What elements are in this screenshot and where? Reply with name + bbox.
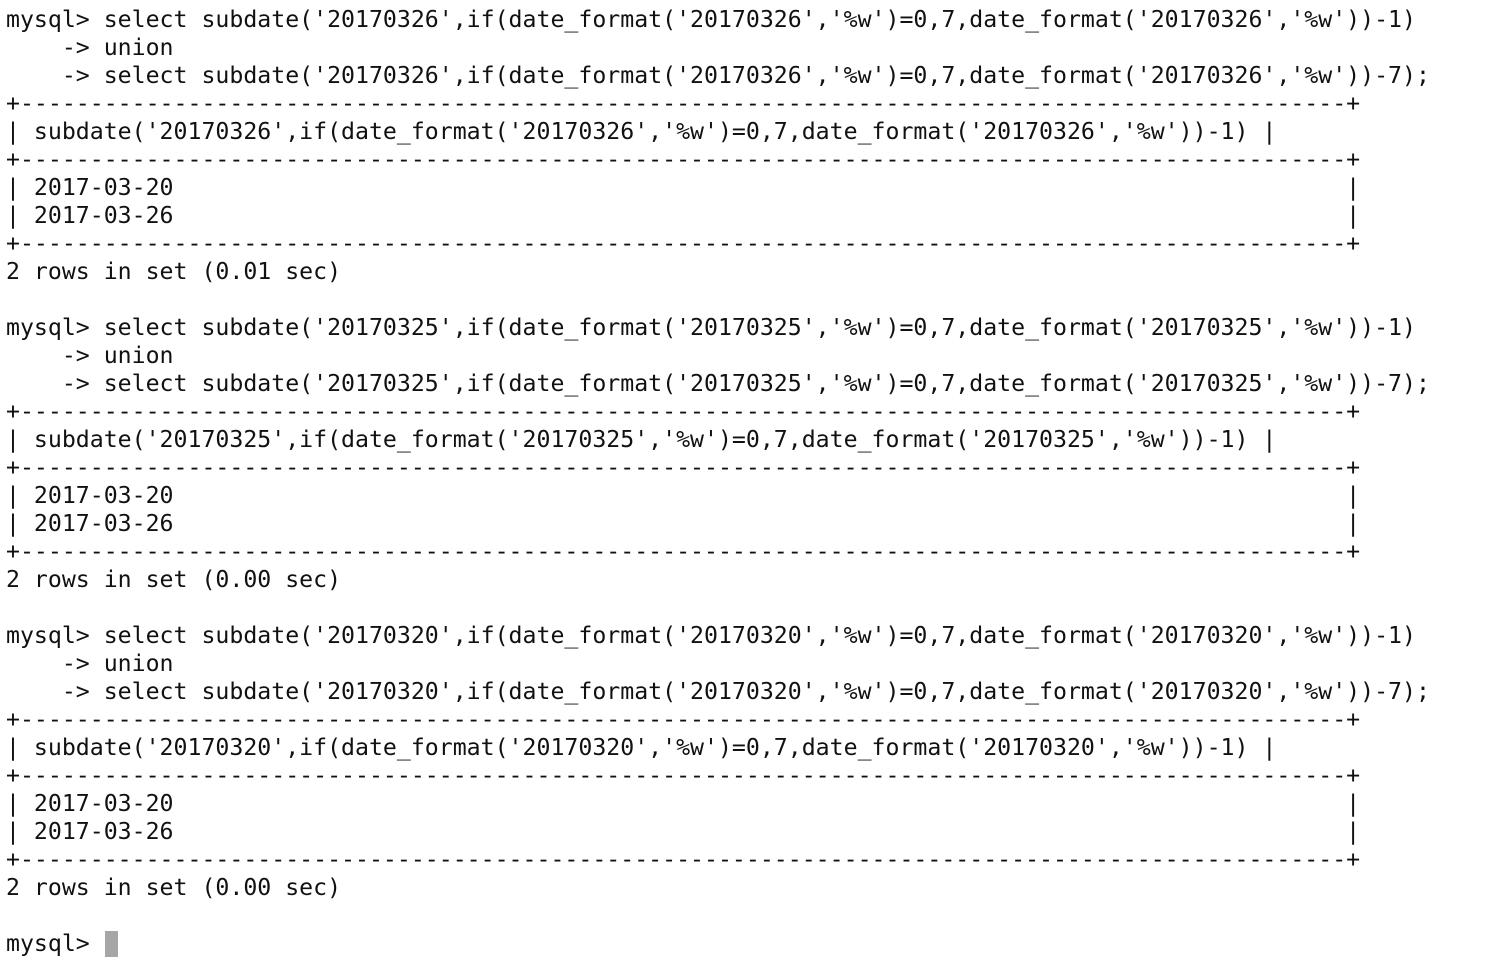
command-line: mysql> select subdate('20170320',if(date… [6, 622, 1416, 649]
terminal-window[interactable]: mysql> select subdate('20170326',if(date… [6, 6, 1496, 958]
table-row: | 2017-03-20 | [6, 790, 1361, 817]
blank-line [6, 286, 1496, 314]
table-border: +---------------------------------------… [6, 146, 1361, 173]
table-border: +---------------------------------------… [6, 762, 1361, 789]
command-continuation-line: -> union [6, 650, 174, 677]
command-line: mysql> select subdate('20170325',if(date… [6, 314, 1416, 341]
table-header: | subdate('20170320',if(date_format('201… [6, 734, 1277, 761]
command-continuation-line: -> union [6, 342, 174, 369]
table-border: +---------------------------------------… [6, 398, 1361, 425]
table-row: | 2017-03-20 | [6, 482, 1361, 509]
command-line: mysql> select subdate('20170326',if(date… [6, 6, 1416, 33]
result-summary: 2 rows in set (0.00 sec) [6, 874, 342, 901]
table-row: | 2017-03-26 | [6, 202, 1361, 229]
blank-line [6, 902, 1496, 930]
command-continuation-line: -> select subdate('20170326',if(date_for… [6, 62, 1430, 89]
table-row: | 2017-03-20 | [6, 174, 1361, 201]
table-border: +---------------------------------------… [6, 846, 1361, 873]
prompt-line[interactable]: mysql> [6, 930, 1496, 958]
prompt-label: mysql> [6, 930, 104, 957]
table-header: | subdate('20170326',if(date_format('201… [6, 118, 1277, 145]
table-row: | 2017-03-26 | [6, 510, 1361, 537]
command-continuation-line: -> union [6, 34, 174, 61]
blank-line [6, 594, 1496, 622]
table-border: +---------------------------------------… [6, 706, 1361, 733]
table-row: | 2017-03-26 | [6, 818, 1361, 845]
result-summary: 2 rows in set (0.01 sec) [6, 258, 342, 285]
cursor-block [104, 931, 118, 957]
command-continuation-line: -> select subdate('20170320',if(date_for… [6, 678, 1430, 705]
command-continuation-line: -> select subdate('20170325',if(date_for… [6, 370, 1430, 397]
table-border: +---------------------------------------… [6, 538, 1361, 565]
table-border: +---------------------------------------… [6, 230, 1361, 257]
table-header: | subdate('20170325',if(date_format('201… [6, 426, 1277, 453]
table-border: +---------------------------------------… [6, 90, 1361, 117]
table-border: +---------------------------------------… [6, 454, 1361, 481]
result-summary: 2 rows in set (0.00 sec) [6, 566, 342, 593]
